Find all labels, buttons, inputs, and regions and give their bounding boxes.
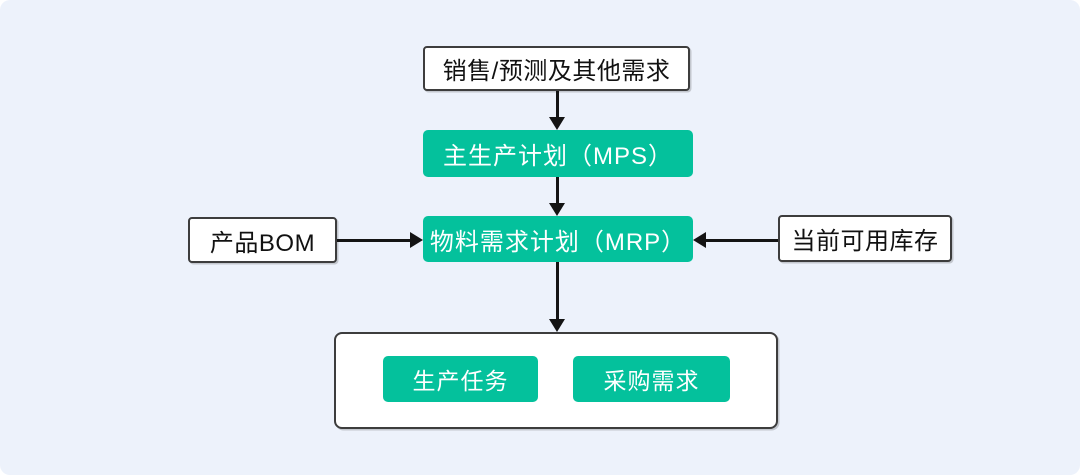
- node-purchase-demand: 采购需求: [573, 356, 730, 402]
- node-available-inventory: 当前可用库存: [778, 215, 952, 262]
- node-sales-forecast-demand: 销售/预测及其他需求: [423, 46, 690, 91]
- node-mps: 主生产计划（MPS）: [423, 130, 693, 177]
- connector-demand-to-mps: [556, 91, 559, 119]
- arrow-right-icon: [410, 232, 423, 248]
- node-product-bom: 产品BOM: [188, 217, 337, 263]
- node-production-task: 生产任务: [383, 356, 538, 402]
- arrow-down-icon: [549, 203, 565, 216]
- connector-bom-to-mrp: [337, 239, 412, 242]
- arrow-down-icon: [549, 117, 565, 130]
- arrow-left-icon: [693, 232, 706, 248]
- node-mrp: 物料需求计划（MRP）: [423, 216, 693, 262]
- arrow-down-icon: [549, 319, 565, 332]
- connector-inventory-to-mrp: [705, 239, 778, 242]
- connector-mps-to-mrp: [556, 177, 559, 204]
- connector-mrp-to-outputs: [556, 262, 559, 319]
